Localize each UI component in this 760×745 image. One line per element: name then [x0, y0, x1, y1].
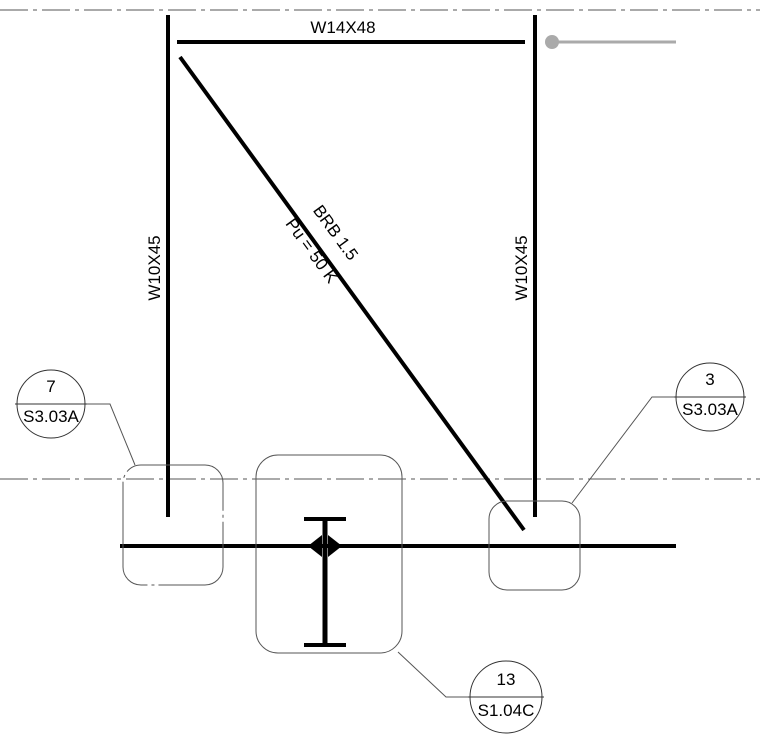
- detail-number: 13: [497, 670, 516, 689]
- detail-number: 3: [705, 370, 714, 389]
- leader-line-13: [397, 651, 470, 698]
- section-arrow-right-icon: [328, 535, 342, 557]
- right-column-label: W10X45: [512, 235, 531, 300]
- detail-number: 7: [46, 377, 55, 396]
- sheet-reference: S3.03A: [682, 400, 738, 419]
- detail-cloud-left: [122, 464, 224, 586]
- section-arrow-left-icon: [308, 535, 322, 557]
- sheet-reference: S1.04C: [478, 701, 535, 720]
- leader-line-3: [571, 396, 676, 504]
- grid-marker: [545, 35, 676, 49]
- detail-bubble-3[interactable]: 3 S3.03A: [674, 362, 746, 432]
- detail-cloud-center: [255, 454, 403, 654]
- left-column-label: W10X45: [145, 235, 164, 300]
- detail-cloud-right: [488, 500, 581, 591]
- beam-section: [304, 517, 346, 647]
- detail-bubble-13[interactable]: 13 S1.04C: [468, 660, 544, 734]
- sheet-reference: S3.03A: [23, 407, 79, 426]
- buckling-restrained-brace: [178, 55, 526, 532]
- beam-label: W14X48: [310, 18, 375, 37]
- leader-line-7: [85, 403, 136, 466]
- detail-bubble-7[interactable]: 7 S3.03A: [15, 369, 87, 439]
